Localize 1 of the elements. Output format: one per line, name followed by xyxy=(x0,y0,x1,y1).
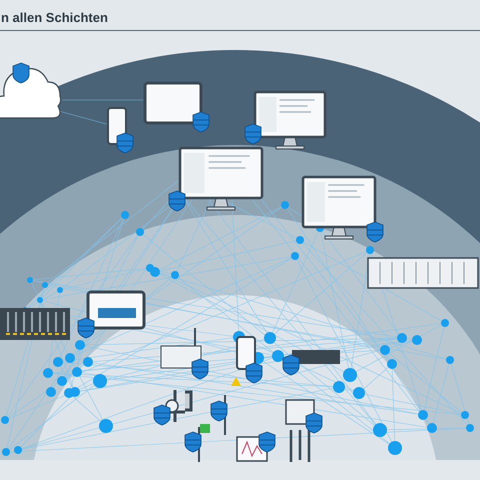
page-title: n allen Schichten xyxy=(0,10,108,26)
